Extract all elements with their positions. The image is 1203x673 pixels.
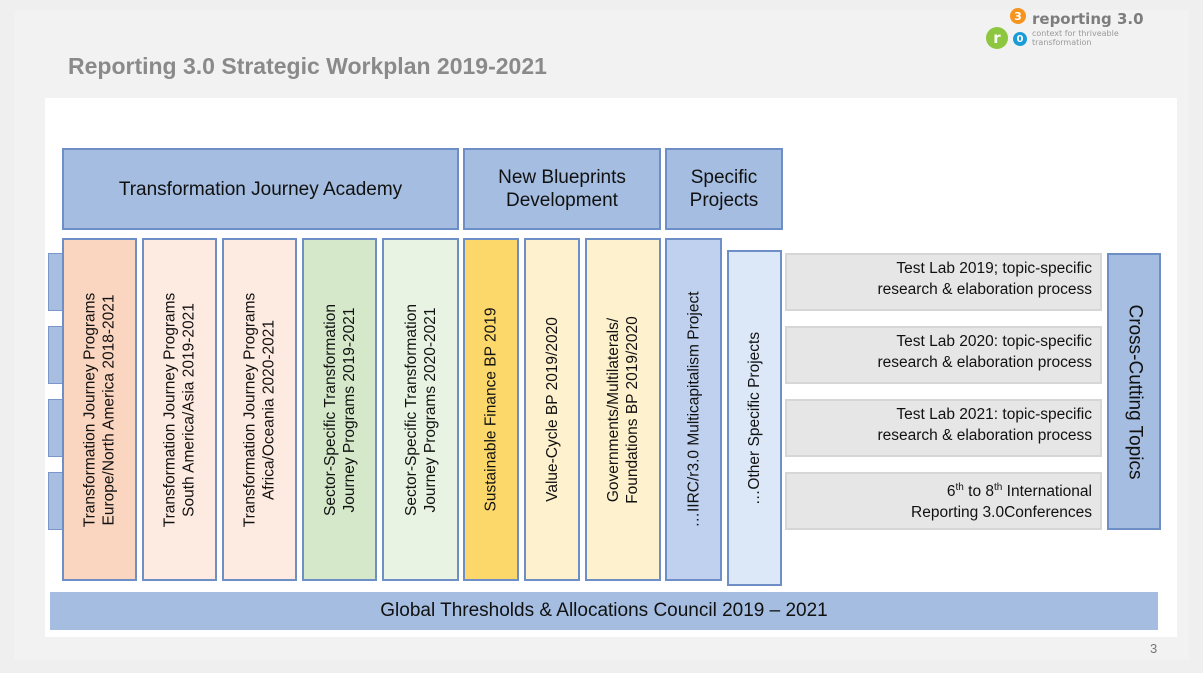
column-line1: Governments/Multilaterals/ (605, 317, 622, 502)
column-line1: Transformation Journey Programs (161, 292, 179, 527)
international-conferences: 6th to 8th International Reporting 3.0Co… (785, 472, 1102, 530)
logo-0-icon: 0 (1013, 32, 1027, 46)
column-iirc-multicapitalism: …IIRC/r3.0 Multicapitalism Project (665, 238, 722, 581)
header-projects-line1: Specific (690, 167, 758, 188)
test-lab-line2: research & elaboration process (877, 427, 1092, 444)
logo-name: reporting 3.0 (1032, 10, 1144, 28)
conferences-line1: 6th to 8th International (787, 477, 1092, 502)
column-line1: …Other Specific Projects (746, 331, 763, 505)
conf-rest: International (1002, 483, 1092, 501)
reporting30-logo: r 3 0 reporting 3.0 context for thriveab… (986, 7, 1186, 57)
header-blueprints-line1: New Blueprints (498, 167, 626, 188)
column-line2: Africa/Oceania 2020-2021 (260, 319, 278, 500)
logo-tagline: context for thriveable transformation (1032, 29, 1119, 47)
test-lab-line1: Test Lab 2021: topic-specific (896, 406, 1092, 423)
column-line1: Sustainable Finance BP 2019 (482, 307, 500, 512)
conf-sup1: th (955, 482, 964, 493)
test-lab-2019: Test Lab 2019; topic-specific research &… (785, 253, 1102, 311)
header-transformation-academy: Transformation Journey Academy (62, 148, 459, 230)
cross-cutting-topics: Cross-Cutting Topics (1107, 253, 1161, 530)
slide-title: Reporting 3.0 Strategic Workplan 2019-20… (68, 53, 547, 79)
header-new-blueprints: New Blueprints Development (463, 148, 661, 230)
header-specific-projects: Specific Projects (665, 148, 783, 230)
cross-cutting-label: Cross-Cutting Topics (1124, 304, 1145, 479)
conf-num1: 6 (946, 483, 956, 501)
column-sustainable-finance-bp: Sustainable Finance BP 2019 (463, 238, 519, 581)
column-line1: Value-Cycle BP 2019/2020 (543, 317, 561, 502)
header-projects-line2: Projects (689, 190, 759, 211)
column-line2: Europe/North America 2018-2021 (100, 294, 118, 525)
council-bar: Global Thresholds & Allocations Council … (50, 592, 1158, 630)
header-academy-label: Transformation Journey Academy (118, 178, 403, 200)
logo-r-icon: r (986, 27, 1008, 49)
conf-sup2: th (994, 482, 1003, 493)
column-line2: Foundations BP 2019/2020 (624, 315, 641, 504)
column-other-specific-projects: …Other Specific Projects (727, 250, 782, 586)
column-line2: Journey Programs 2019-2021 (340, 306, 358, 513)
column-value-cycle-bp: Value-Cycle BP 2019/2020 (524, 238, 580, 581)
column-line1: Sector-Specific Transformation (402, 303, 420, 516)
conf-to: to (963, 483, 986, 501)
test-lab-line1: Test Lab 2019; topic-specific (896, 260, 1092, 277)
logo-3-icon: 3 (1010, 8, 1026, 24)
column-line1: …IIRC/r3.0 Multicapitalism Project (685, 291, 703, 528)
page-number: 3 (1150, 641, 1158, 656)
column-line1: Transformation Journey Programs (81, 292, 99, 527)
council-label: Global Thresholds & Allocations Council … (380, 600, 828, 621)
test-lab-line2: research & elaboration process (877, 354, 1092, 371)
column-line1: Sector-Specific Transformation (321, 303, 339, 516)
test-lab-line1: Test Lab 2020: topic-specific (896, 333, 1092, 350)
column-governments-bp: Governments/Multilaterals/Foundations BP… (585, 238, 661, 581)
conferences-line2: Reporting 3.0Conferences (911, 504, 1092, 522)
column-line2: South America/Asia 2019-2021 (180, 302, 198, 517)
test-lab-2020: Test Lab 2020: topic-specific research &… (785, 326, 1102, 384)
header-blueprints-line2: Development (506, 190, 618, 211)
column-line2: Journey Programs 2020-2021 (421, 306, 439, 513)
column-line1: Transformation Journey Programs (241, 292, 259, 527)
test-lab-line2: research & elaboration process (877, 281, 1092, 298)
test-lab-2021: Test Lab 2021: topic-specific research &… (785, 399, 1102, 457)
conf-num2: 8 (985, 483, 995, 501)
